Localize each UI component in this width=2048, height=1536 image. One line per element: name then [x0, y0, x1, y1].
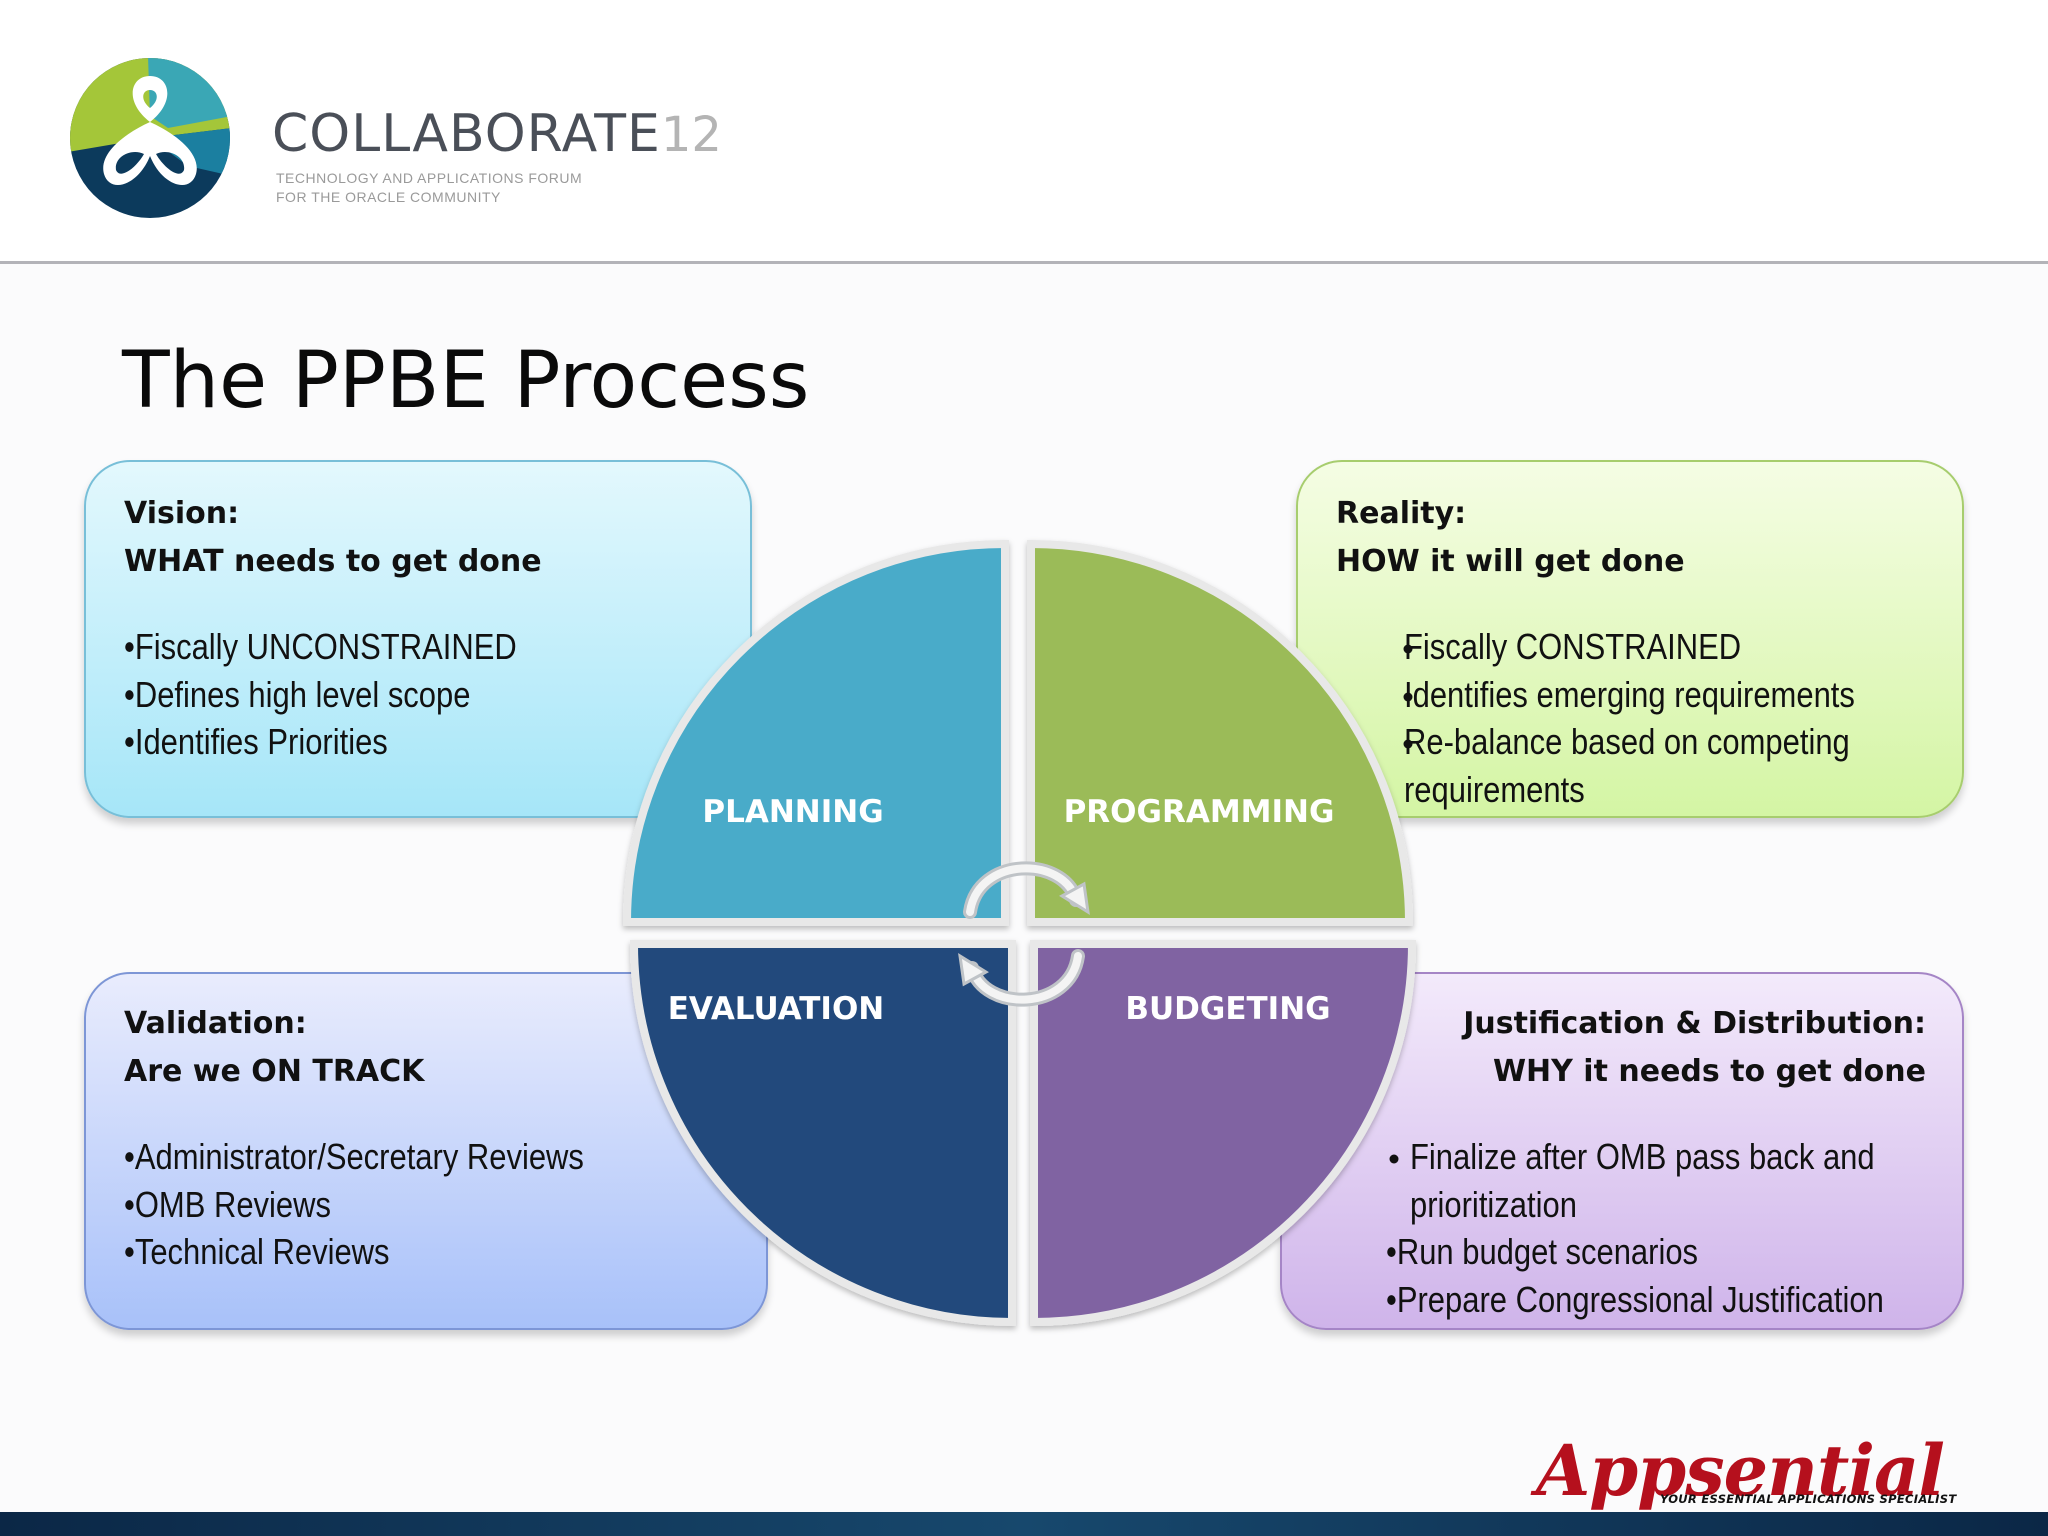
header-divider — [0, 261, 2048, 264]
justification-bullet: •Run budget scenarios — [1386, 1231, 1699, 1272]
brand-tagline-2: FOR THE ORACLE COMMUNITY — [276, 189, 501, 205]
validation-bullet: •OMB Reviews — [124, 1184, 331, 1225]
reality-bullet: Fiscally CONSTRAINED — [1404, 626, 1742, 667]
programming-quadrant — [1027, 539, 1414, 926]
vision-box: Vision: WHAT needs to get done •Fiscally… — [84, 460, 752, 818]
footer-bar — [0, 1512, 2048, 1536]
reality-bullet-dots — [1403, 644, 1413, 749]
planning-quadrant — [622, 539, 1009, 926]
vision-bullet: •Fiscally UNCONSTRAINED — [124, 626, 517, 667]
evaluation-label: EVALUATION — [668, 991, 885, 1027]
reality-heading: Reality: — [1336, 496, 1467, 531]
budgeting-quadrant — [1030, 940, 1417, 1327]
evaluation-quadrant — [629, 940, 1016, 1327]
reality-bullet-continued: requirements — [1404, 769, 1585, 810]
budgeting-label: BUDGETING — [1125, 991, 1330, 1027]
reality-subheading: HOW it will get done — [1336, 544, 1685, 579]
justification-bullet-dot — [1389, 1154, 1399, 1164]
planning-label: PLANNING — [702, 794, 883, 830]
validation-bullet: •Technical Reviews — [124, 1231, 390, 1272]
brand-tagline-1: TECHNOLOGY AND APPLICATIONS FORUM — [276, 170, 583, 186]
validation-bullet: •Administrator/Secretary Reviews — [124, 1136, 584, 1177]
reality-bullet: Identifies emerging requirements — [1404, 674, 1855, 715]
justification-subheading: WHY it needs to get done — [1492, 1054, 1926, 1089]
validation-subheading: Are we ON TRACK — [124, 1054, 425, 1089]
justification-box: Justification & Distribution: WHY it nee… — [1280, 972, 1964, 1330]
justification-bullet-continued: prioritization — [1410, 1184, 1577, 1225]
appsential-logo: Appsential — [1536, 1429, 1945, 1512]
brand-name: COLLABORATE — [272, 104, 661, 164]
vision-heading: Vision: — [124, 496, 240, 531]
appsential-tagline: YOUR ESSENTIAL APPLICATIONS SPECIALIST — [1660, 1492, 1957, 1506]
vision-bullet: •Identifies Priorities — [124, 721, 388, 762]
brand-edition: 12 — [660, 107, 722, 163]
collaborate-logo-icon — [70, 58, 230, 218]
slide-title: The PPBE Process — [122, 336, 810, 426]
reality-box: Reality: HOW it will get done Fiscally C… — [1296, 460, 1964, 818]
vision-bullet: •Defines high level scope — [124, 674, 471, 715]
vision-subheading: WHAT needs to get done — [124, 544, 542, 579]
validation-heading: Validation: — [124, 1006, 307, 1041]
cycle-arrows-icon — [958, 861, 1090, 1007]
justification-heading: Justification & Distribution: — [1463, 1006, 1926, 1041]
programming-label: PROGRAMMING — [1064, 794, 1335, 830]
justification-bullet: Finalize after OMB pass back and — [1410, 1136, 1875, 1177]
reality-bullet: Re-balance based on competing — [1404, 721, 1850, 762]
brand-wordmark: COLLABORATE12 — [272, 104, 722, 164]
header-band: COLLABORATE12 TECHNOLOGY AND APPLICATION… — [0, 0, 2048, 262]
ppbe-cycle-diagram: PLANNING PROGRAMMING EVALUATION BUDGETIN… — [622, 539, 1417, 1327]
justification-bullet: •Prepare Congressional Justification — [1386, 1279, 1884, 1320]
